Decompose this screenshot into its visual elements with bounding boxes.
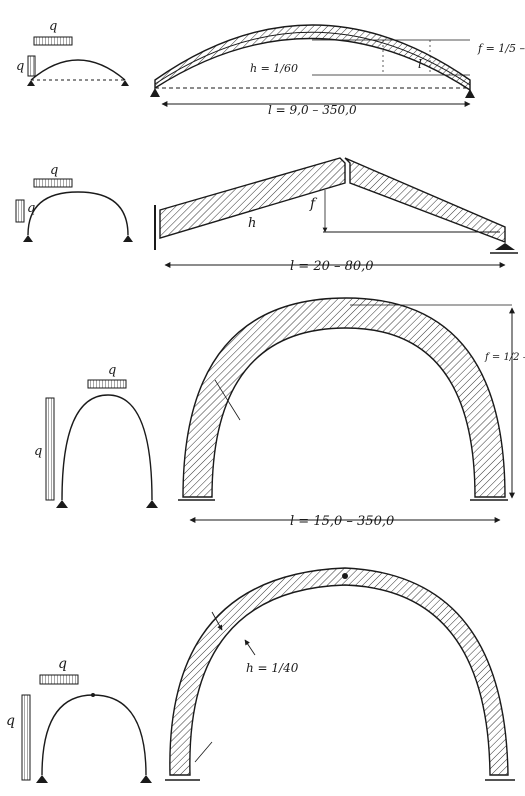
side-load-bar	[21, 694, 31, 781]
panel-3-high-arch: q q f = 1/2 – 1,5 l l = 15,0 – 350,0	[34, 297, 525, 529]
panel-4-pointed-arch: q q h = 1/40	[6, 567, 515, 783]
right-support-icon	[123, 235, 133, 242]
panel-1-scheme: q q	[16, 19, 129, 86]
left-support-icon	[150, 88, 160, 97]
crown-hinge-icon	[91, 693, 95, 697]
right-support-icon	[121, 80, 129, 86]
rise-label: f	[309, 196, 318, 212]
left-support-icon	[27, 80, 35, 86]
top-load-bar	[87, 379, 127, 389]
left-rafter-truss	[159, 157, 346, 239]
right-support-icon	[465, 89, 475, 98]
main-arch-centerline	[154, 31, 471, 86]
stay-line	[214, 379, 241, 421]
span-label: l = 9,0 – 350,0	[268, 103, 357, 117]
depth-label: h = 1/40	[246, 661, 299, 675]
depth-label: h = 1/60	[250, 62, 298, 75]
depth-arrow	[211, 611, 223, 631]
side-load-bar	[45, 397, 55, 501]
span-label: l = 15,0 – 350,0	[290, 514, 394, 529]
scheme-arch-line	[30, 59, 126, 81]
top-load-label: q	[58, 656, 67, 672]
main-arch-truss	[169, 567, 509, 776]
span-label: l = 20 – 80,0	[290, 259, 374, 274]
panel-1-flat-arch: q q h = 1/60 f = 1/5 – 1/9 l l l = 9,0 –…	[16, 19, 525, 117]
side-load-label: q	[16, 59, 24, 74]
top-load-label: q	[50, 163, 58, 178]
scheme-arch-line	[61, 394, 153, 501]
span-symbol-label: l	[418, 57, 422, 71]
top-load-label: q	[108, 363, 116, 378]
side-load-bar	[27, 55, 36, 77]
top-load-bar	[33, 178, 73, 188]
rise-label: f = 1/2 – 1,5 l	[484, 352, 525, 363]
depth-arrow	[244, 639, 256, 656]
rise-label: f = 1/5 – 1/9 l	[477, 42, 525, 55]
stay-line	[194, 741, 213, 763]
side-load-label: q	[6, 713, 15, 729]
left-support-icon	[36, 775, 48, 783]
top-load-label: q	[49, 19, 57, 34]
left-support-icon	[56, 500, 68, 508]
scheme-arch-line	[27, 191, 129, 236]
panel-2-gable-frame: q q h f l = 20 – 80,0	[15, 157, 518, 274]
left-support-icon	[23, 235, 33, 242]
top-load-bar	[33, 36, 73, 46]
top-load-bar	[39, 674, 79, 685]
right-support-icon	[146, 500, 158, 508]
panel-3-scheme: q q	[34, 363, 158, 508]
main-arch-truss	[182, 297, 506, 498]
right-support-icon	[140, 775, 152, 783]
crown-hinge-icon	[342, 573, 348, 579]
right-support-icon	[495, 243, 515, 250]
scheme-arch-line	[41, 694, 147, 776]
side-load-bar	[15, 199, 25, 223]
panel-2-scheme: q q	[15, 163, 133, 242]
side-load-label: q	[34, 444, 42, 459]
depth-label: h	[248, 216, 256, 231]
panel-4-scheme: q q	[6, 656, 152, 783]
side-load-label: q	[27, 201, 35, 216]
right-rafter-truss	[344, 157, 506, 244]
